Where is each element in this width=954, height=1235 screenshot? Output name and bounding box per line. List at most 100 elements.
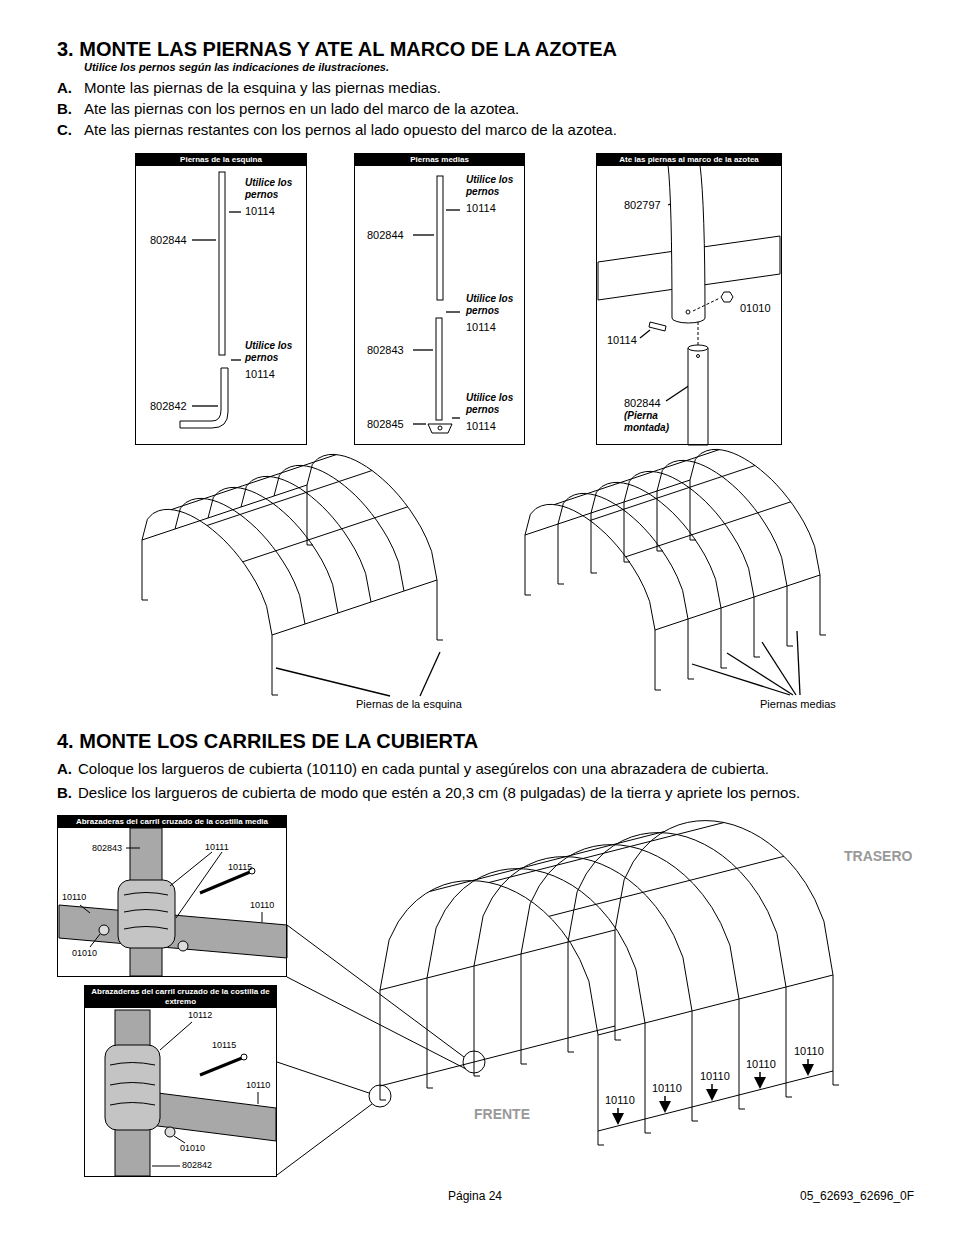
callout-number: 802844 (150, 234, 187, 247)
frame-drawing (591, 573, 597, 574)
frame-drawing (142, 540, 143, 600)
frame-drawing (598, 1035, 599, 1145)
frame-drawing (624, 502, 625, 562)
leader-line (762, 642, 796, 695)
frame-drawing (655, 690, 661, 691)
callout-number: 10114 (466, 420, 496, 433)
pointer-arrow (664, 1096, 666, 1110)
frame-drawing (645, 1023, 646, 1133)
bolt-note: Utilice los pernos (245, 177, 303, 201)
callout-number: 10110 (746, 1058, 776, 1071)
callout-number: 10114 (245, 368, 275, 381)
callout-number: 01010 (72, 948, 97, 958)
step-letter: B. (57, 784, 72, 801)
panel-header: Piernas medias (355, 154, 524, 166)
frame-drawing (598, 975, 833, 1035)
frame-drawing (820, 635, 826, 636)
frame-drawing (241, 476, 371, 602)
roof-joint-drawing (698, 322, 699, 345)
leg-part-drawing (428, 424, 452, 433)
leader-line (176, 852, 222, 918)
pointer-arrow (807, 1059, 809, 1073)
frame-drawing (786, 1097, 792, 1098)
pointer-arrow (759, 1072, 761, 1086)
callout-number: 802843 (367, 344, 404, 357)
frame-drawing (243, 507, 408, 562)
leader-line (229, 211, 241, 212)
callout-number: 802797 (624, 199, 661, 212)
frame-drawing (657, 491, 658, 551)
clamp-detail-drawing (99, 925, 109, 935)
leader-line (446, 311, 460, 312)
panel-header: Abrazaderas del carril cruzado de la cos… (58, 816, 286, 828)
frame-drawing (474, 1076, 480, 1077)
frame-drawing (739, 999, 740, 1109)
frame-drawing (380, 1026, 615, 1086)
callout-number: Piernas medias (760, 698, 836, 711)
callout-number: 802845 (367, 418, 404, 431)
roof-joint-drawing (649, 322, 666, 331)
callout-number: 802842 (182, 1160, 212, 1170)
frame-drawing (272, 635, 273, 695)
panel-header: Ate las piernas al marco de la azotea (597, 154, 781, 166)
callout-number: 10111 (205, 842, 229, 852)
frame-drawing (655, 630, 656, 690)
frame-drawing (833, 1085, 839, 1086)
frame-drawing (754, 597, 755, 657)
view-label: FRENTE (472, 1106, 532, 1122)
magnifier-callout (277, 925, 485, 1175)
frame-drawing (525, 535, 526, 595)
leader-line (174, 1136, 185, 1143)
frame-drawing (688, 619, 689, 679)
callout-number: 10110 (250, 900, 274, 910)
roof-joint-drawing (721, 292, 733, 302)
leg-part-drawing (180, 172, 452, 433)
frame-drawing (787, 586, 788, 646)
leader-line (126, 848, 140, 849)
frame-drawing (429, 832, 664, 892)
frame-drawing (521, 954, 522, 1064)
frame-drawing (554, 450, 719, 505)
frame-drawing (739, 1109, 745, 1110)
callout-number: 10110 (700, 1070, 730, 1083)
frame-drawing (820, 575, 821, 635)
leader-line (262, 912, 263, 922)
frame-drawing (833, 975, 834, 1085)
frame-drawing (307, 545, 313, 546)
frame-drawing (142, 600, 148, 601)
leader-line (797, 631, 800, 695)
view-label: TRASERO (842, 848, 914, 864)
frame-drawing (657, 551, 663, 552)
clamp-detail-drawing (124, 893, 168, 930)
frame-drawing (568, 833, 786, 987)
frame-drawing (754, 657, 760, 658)
frame-drawing (558, 493, 688, 619)
frame-drawing (645, 1133, 651, 1134)
frame-drawing (787, 646, 793, 647)
frame-drawing (690, 540, 696, 541)
frame-drawing (175, 498, 305, 624)
callout-number: 10115 (228, 862, 252, 872)
step-text: Ate las piernas con los pernos en un lad… (84, 100, 519, 117)
frame-drawing (207, 471, 372, 526)
step-letter: A. (57, 79, 72, 96)
note-text: Utilice los pernos según las indicacione… (84, 61, 389, 74)
frame-drawing (690, 449, 820, 575)
frame-drawing (142, 509, 272, 635)
callout-number: 802842 (150, 400, 187, 413)
clamp-detail-drawing (200, 872, 250, 893)
clamp-detail-drawing (165, 1127, 175, 1137)
frame-drawing (272, 695, 278, 696)
callout-number: 802843 (92, 843, 122, 853)
leader-line (413, 234, 434, 235)
leader-line (90, 934, 100, 947)
step-letter: A. (57, 760, 72, 777)
leg-part-drawing (436, 318, 442, 420)
section-heading: 4. MONTE LOS CARRILES DE LA CUBIERTA (57, 730, 478, 753)
callout-number: 10115 (212, 1040, 236, 1050)
frame-drawing (307, 454, 437, 580)
frame-drawing (721, 608, 722, 668)
bolt-note: (Pierna montada) (624, 410, 682, 434)
step-letter: B. (57, 100, 72, 117)
page-title: 3. MONTE LAS PIERNAS Y ATE AL MARCO DE L… (57, 38, 617, 61)
